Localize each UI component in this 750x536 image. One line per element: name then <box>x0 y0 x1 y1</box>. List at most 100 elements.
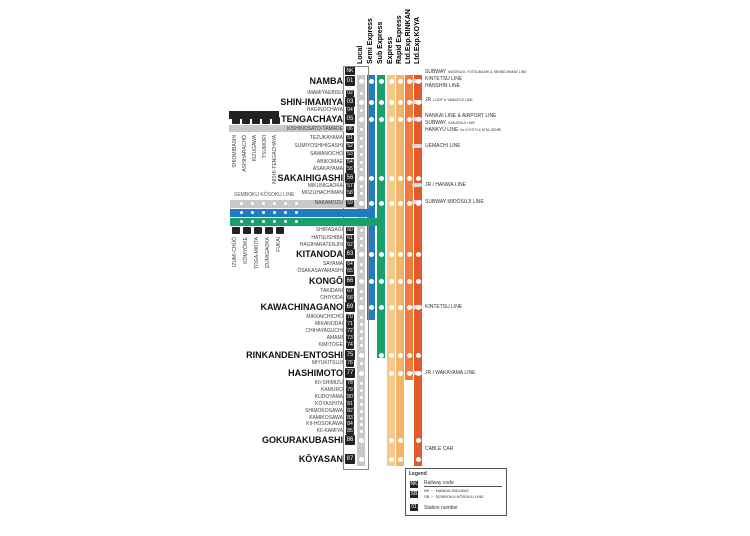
stop-dot <box>388 200 394 206</box>
station-name: SHIMOKOSAWA <box>305 408 343 414</box>
station-number: 54 <box>346 159 354 166</box>
branch-station-number <box>262 117 270 124</box>
station-number: 03 <box>345 97 355 107</box>
stop-dot <box>397 456 403 462</box>
stop-dot <box>359 228 363 232</box>
stop-dot <box>359 329 363 333</box>
station-number: 62 <box>346 242 354 249</box>
stop-dot <box>388 278 394 284</box>
line-header: Ltd.Exp.KOYA <box>414 16 421 64</box>
legend-railway-code: Railway code <box>424 480 502 487</box>
station-number: 05 <box>345 114 355 124</box>
stop-dot <box>388 116 394 122</box>
stop-dot <box>388 304 394 310</box>
stop-dot <box>388 175 394 181</box>
transfer-line: CABLE CAR <box>425 446 453 453</box>
transfer-name: NANKAI LINE & AIRPORT LINE <box>425 113 497 119</box>
stop-dot <box>397 352 403 358</box>
stop-dot <box>397 437 403 443</box>
station-name: TAKIDANI <box>320 288 343 294</box>
stop-dot <box>359 416 363 420</box>
senboku-station-name: IZUMI-CHŪŌ <box>232 237 238 267</box>
station-number: 51 <box>346 135 354 142</box>
stop-dot <box>368 200 374 206</box>
stop-dot <box>295 220 298 223</box>
legend-station-number: Station number <box>424 505 458 511</box>
senboku-station-number <box>254 227 262 234</box>
code-badge: NK <box>345 67 355 75</box>
stop-dot <box>262 220 265 223</box>
stop-dot <box>397 251 403 257</box>
stop-dot <box>359 262 363 266</box>
stop-dot <box>378 278 384 284</box>
station-name: NAMBA <box>309 76 344 86</box>
station-number: 77 <box>345 368 355 378</box>
stop-dot <box>388 456 394 462</box>
stop-dot <box>378 99 384 105</box>
senboku-station-number <box>243 227 251 234</box>
stop-dot <box>359 343 363 347</box>
station-number: 69 <box>345 302 355 312</box>
transfer-line: SUBWAY MIDŌSUJI LINE <box>425 199 484 206</box>
station-name: TEZUKAYAMA <box>309 135 343 141</box>
branch-station-name: SHIOMIBASHI <box>232 135 238 168</box>
transfer-line: KINTETSU LINE <box>425 304 462 311</box>
station-name: KAMIKOSAWA <box>309 415 343 421</box>
line-header: Express <box>387 36 394 64</box>
senboku-station-name: IZUMIGAOKA <box>265 237 271 269</box>
station-number: 83 <box>346 415 354 422</box>
stop-dot <box>359 395 363 399</box>
stop-dot <box>359 429 363 433</box>
stop-dot <box>406 370 412 376</box>
transfer-name: KINTETSU LINE <box>425 76 463 82</box>
legend-sb: SB ··· SEMBOKU KŌSOKU LINE <box>424 494 484 499</box>
line-semi <box>367 75 375 320</box>
stop-dot <box>415 352 421 358</box>
branch-platform <box>229 125 344 132</box>
stop-dot <box>397 116 403 122</box>
stop-dot <box>284 211 287 214</box>
stop-dot <box>388 251 394 257</box>
station-number: 01 <box>345 76 355 86</box>
station-number: 06 <box>346 126 354 133</box>
line-header: Rapid Express <box>396 15 403 64</box>
station-name: IMAMIYAEBISU <box>307 90 343 96</box>
stop-dot <box>388 437 394 443</box>
stop-dot <box>368 278 374 284</box>
stop-dot <box>359 388 363 392</box>
station-name: TENGACHAYA <box>281 114 343 124</box>
transfer-name: SUBWAY <box>425 69 447 75</box>
station-name: HAGIHARATENJIN <box>299 242 343 248</box>
stop-dot <box>397 175 403 181</box>
transfer-name: SUBWAY <box>425 120 447 126</box>
stop-dot <box>415 251 421 257</box>
stop-dot <box>378 116 384 122</box>
stop-dot <box>359 315 363 319</box>
stop-dot <box>359 361 363 365</box>
station-number: 85 <box>346 428 354 435</box>
stop-dot <box>368 78 374 84</box>
station-name: RINKANDEN-ENTOSHI <box>246 350 343 360</box>
stop-dot <box>251 220 254 223</box>
stop-dot <box>240 220 243 223</box>
stop-dot <box>359 236 363 240</box>
stop-dot <box>359 160 363 164</box>
station-number: 59 <box>346 200 354 207</box>
transfer-line: UEMACHI LINE <box>425 143 461 150</box>
stop-dot <box>406 200 412 206</box>
transfer-detail: SAKAISUJI LINE <box>448 121 475 125</box>
station-name: ABIKOMAE <box>316 159 343 165</box>
senboku-band <box>230 209 375 217</box>
station-name: KII-HOSOKAWA <box>306 421 343 427</box>
stop-dot <box>397 304 403 310</box>
station-name: SHIN-IMAMIYA <box>280 97 343 107</box>
stop-dot <box>415 116 421 122</box>
stop-dot <box>358 437 364 443</box>
station-number: 81 <box>346 401 354 408</box>
stop-dot <box>397 370 403 376</box>
stop-dot <box>388 370 394 376</box>
stop-dot <box>358 304 364 310</box>
